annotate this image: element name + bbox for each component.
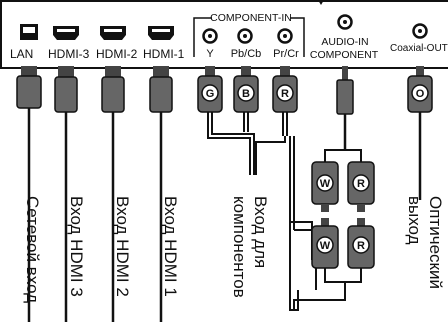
optical-output-label-line1: Оптический — [426, 196, 445, 289]
component-input-label-line1: Вход для — [251, 196, 270, 269]
hdmi3-cable — [54, 66, 78, 322]
lan-cable — [16, 66, 42, 322]
pb-jack-icon — [237, 28, 253, 44]
audio-white-plug-upper: W — [311, 161, 339, 205]
audio-red-plug-upper: R — [347, 161, 375, 205]
audio-white-plug-lower: W — [311, 225, 339, 269]
pr-plug-letter: R — [281, 88, 289, 100]
coaxial-port-label: Coaxial-OUT — [390, 43, 448, 54]
hdmi2-cable — [101, 66, 125, 322]
y-plug-letter: G — [206, 88, 215, 100]
hdmi2-input-label: Вход HDMI 2 — [113, 196, 132, 297]
lan-port-icon — [20, 24, 38, 40]
coaxial-jack-icon — [412, 23, 428, 39]
audio-red-lower-letter: R — [357, 240, 365, 252]
audio-red-plug-lower: R — [347, 225, 375, 269]
hdmi1-input-label: Вход HDMI 1 — [161, 196, 180, 297]
audio-in-cable — [324, 66, 362, 162]
audio-in-label-line2: COMPONENT — [310, 49, 379, 61]
coaxial-plug-letter: O — [416, 88, 425, 100]
audio-in-jack-icon — [337, 14, 353, 30]
audio-wires-lower — [293, 268, 362, 310]
component-input-label-line2: компонентов — [230, 196, 249, 298]
audio-white-upper-letter: W — [320, 178, 331, 190]
hdmi1-port-icon — [148, 26, 174, 40]
rear-panel — [0, 0, 448, 69]
lan-port-label: LAN — [10, 47, 33, 61]
pb-plug-letter: B — [242, 88, 250, 100]
hdmi2-port-label: HDMI-2 — [96, 47, 138, 61]
pb-port-label: Pb/Cb — [231, 48, 262, 60]
lan-input-label: Сетевой вход — [23, 196, 42, 304]
coaxial-cable: O — [407, 66, 433, 200]
pb-plug: B — [233, 66, 259, 113]
audio-in-label-line1: AUDIO-IN — [321, 36, 368, 48]
y-port-label: Y — [206, 48, 214, 60]
audio-red-upper-letter: R — [357, 178, 365, 190]
y-jack-icon — [202, 28, 218, 44]
y-plug: G — [197, 66, 223, 113]
hdmi3-port-icon — [53, 26, 79, 40]
hdmi3-input-label: Вход HDMI 3 — [67, 196, 86, 297]
audio-plug-tips — [321, 204, 365, 226]
component-group-label: COMPONENT-IN — [210, 12, 292, 24]
pr-port-label: Pr/Cr — [273, 48, 299, 60]
pr-plug: R — [272, 66, 298, 113]
hdmi2-port-icon — [100, 26, 126, 40]
optical-output-label-line2: выход — [405, 196, 424, 245]
hdmi1-port-label: HDMI-1 — [143, 47, 185, 61]
component-video-wires — [207, 112, 317, 311]
pr-jack-icon — [277, 28, 293, 44]
hdmi3-port-label: HDMI-3 — [48, 47, 90, 61]
audio-white-lower-letter: W — [320, 240, 331, 252]
hdmi1-cable — [149, 66, 173, 322]
